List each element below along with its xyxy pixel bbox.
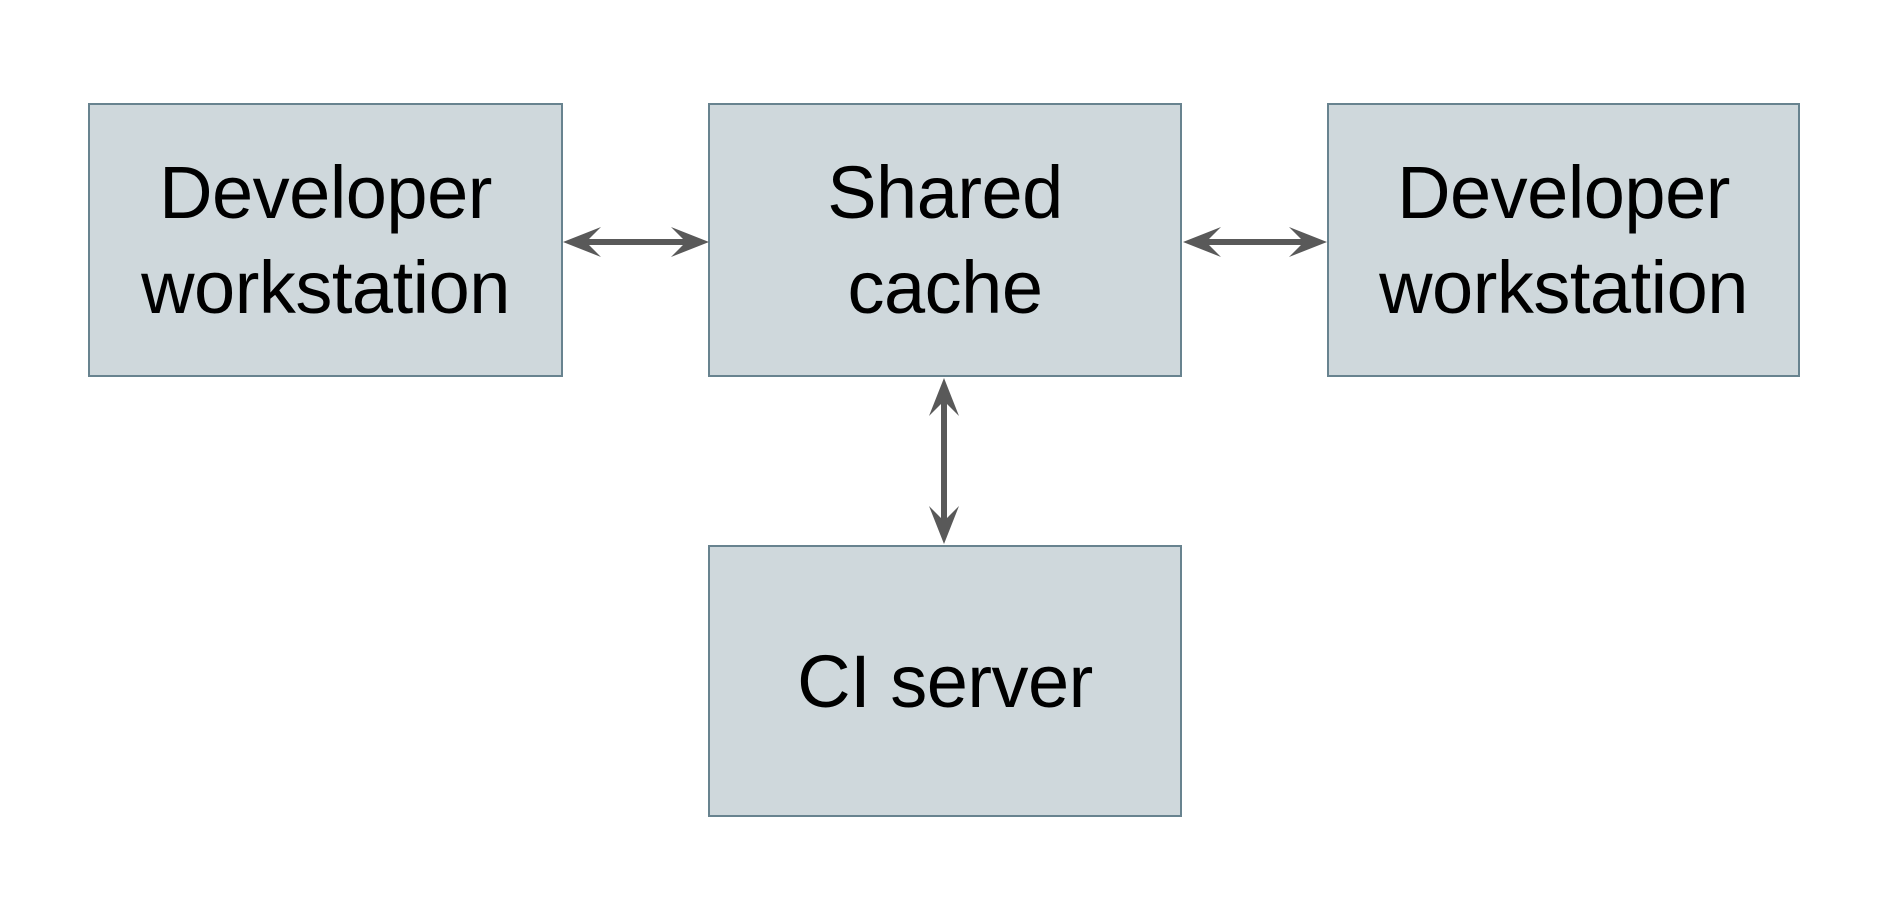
node-label: Developer workstation	[1379, 151, 1748, 329]
node-label: Developer workstation	[141, 151, 510, 329]
node-developer-workstation-left[interactable]: Developer workstation	[88, 103, 563, 377]
node-label: Shared cache	[827, 151, 1063, 329]
node-label: CI server	[797, 639, 1093, 723]
node-shared-cache[interactable]: Shared cache	[708, 103, 1182, 377]
connector-shared-cache-to-developer-right[interactable]	[1181, 224, 1329, 260]
node-developer-workstation-right[interactable]: Developer workstation	[1327, 103, 1800, 377]
connector-developer-left-to-shared-cache[interactable]	[561, 224, 711, 260]
node-ci-server[interactable]: CI server	[708, 545, 1182, 817]
double-arrow-icon	[1183, 227, 1327, 257]
double-arrow-icon	[929, 378, 959, 544]
connector-shared-cache-to-ci-server[interactable]	[926, 376, 962, 546]
double-arrow-icon	[563, 227, 709, 257]
